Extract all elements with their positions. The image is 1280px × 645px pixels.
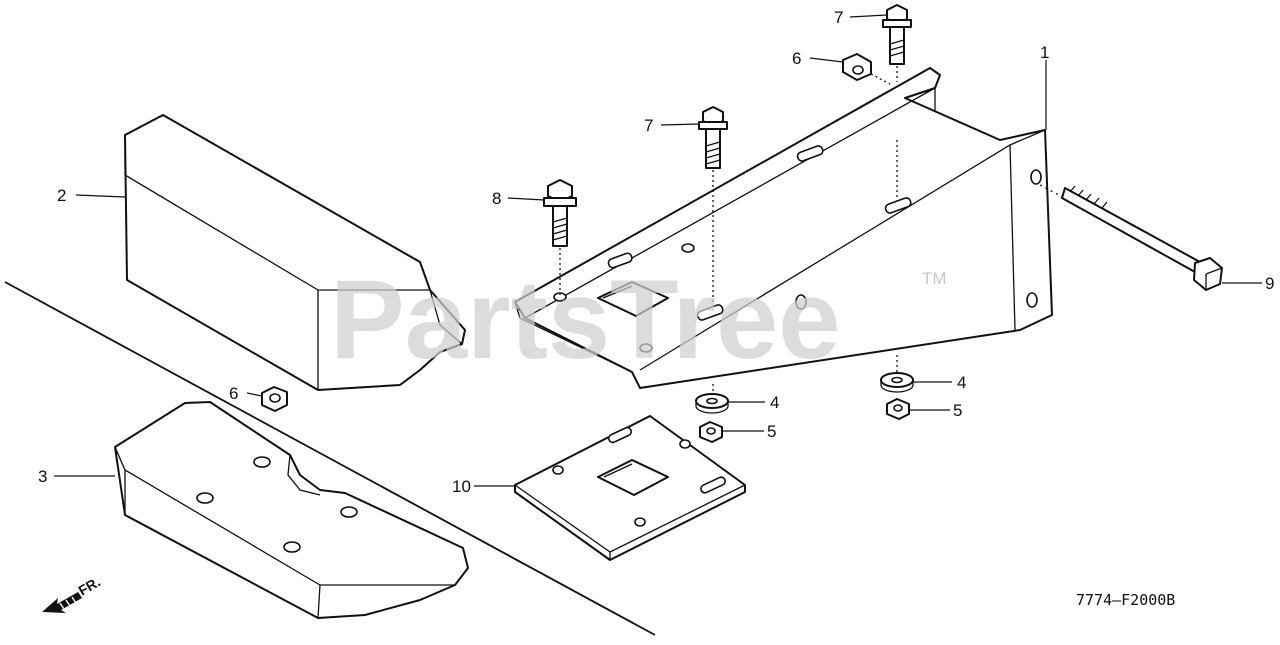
callout-5-middle[interactable]: 5 [767,422,776,441]
part-8-bolt[interactable] [543,179,577,296]
part-10-gasket[interactable] [514,415,746,561]
callout-4-middle[interactable]: 4 [770,393,779,412]
part-6-nut-top[interactable] [842,53,891,85]
divider-line [4,281,656,636]
part-7-bolt-middle[interactable] [698,106,728,308]
callout-3[interactable]: 3 [38,467,47,486]
callout-10[interactable]: 10 [452,477,471,496]
part-4-washer-middle[interactable] [695,384,729,414]
watermark-text: PartsTree [330,257,841,382]
callout-7-top[interactable]: 7 [834,8,843,27]
part-2-cover[interactable] [124,114,466,391]
part-6-nut-left[interactable] [261,386,288,412]
callout-2[interactable]: 2 [57,186,66,205]
leader-lines [54,14,1262,487]
diagram-code: 7774—F2000B [1076,591,1175,609]
callout-6-left[interactable]: 6 [229,384,238,403]
part-9-long-bolt[interactable] [1039,184,1223,291]
callout-5-right[interactable]: 5 [953,401,962,420]
watermark-trademark: TM [922,269,947,288]
part-7-bolt-top[interactable] [882,4,912,200]
callout-8[interactable]: 8 [492,189,501,208]
callout-7-middle[interactable]: 7 [644,116,653,135]
front-direction-indicator: FR. [42,573,103,613]
callout-9[interactable]: 9 [1265,274,1274,293]
callout-4-right[interactable]: 4 [957,373,966,392]
part-5-nut-middle[interactable] [699,421,723,443]
part-1-bracket[interactable] [514,67,1053,389]
callout-1[interactable]: 1 [1040,43,1049,62]
callout-6-top[interactable]: 6 [792,49,801,68]
part-4-washer-right[interactable] [880,355,914,393]
part-5-nut-right[interactable] [886,398,910,420]
part-3-plate[interactable] [114,401,469,619]
front-arrow-icon [42,592,82,613]
